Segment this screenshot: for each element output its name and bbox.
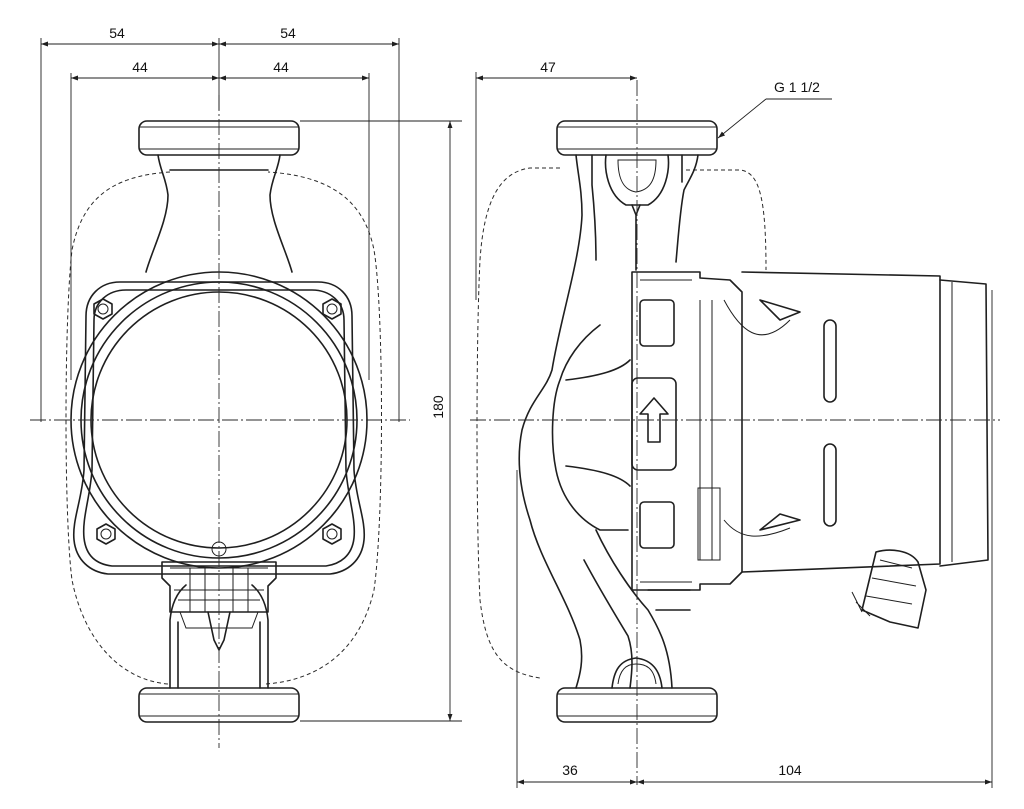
bolt-bottom-right [322,523,342,545]
front-envelope-outline [65,171,382,685]
top-neck [145,154,293,273]
bottom-neck [169,584,269,689]
side-connector-plug [851,549,927,629]
bolt-bottom-left [96,523,116,545]
bolt-top-left [93,298,113,320]
dim-label-47: 47 [540,59,556,75]
dim-label-54-left: 54 [109,25,125,41]
side-envelope-outline [476,167,767,679]
control-unit [631,271,791,591]
front-dimensions: 54 54 44 44 180 [40,25,462,722]
front-view [30,95,410,748]
flow-direction-arrow-icon [639,397,669,443]
dim-label-36: 36 [562,762,578,778]
motor-housing [741,271,989,573]
dim-label-54-right: 54 [280,25,296,41]
dim-label-44-right: 44 [273,59,289,75]
side-dimensions: 47 36 104 G 1 1/2 [475,59,993,788]
dim-label-44-left: 44 [132,59,148,75]
side-pump-body [518,154,699,689]
side-view [470,80,1000,785]
thread-label: G 1 1/2 [774,79,820,95]
dim-label-104: 104 [778,762,802,778]
pump-housing [72,281,366,575]
bolt-top-right [322,298,342,320]
dim-label-180: 180 [430,395,446,419]
